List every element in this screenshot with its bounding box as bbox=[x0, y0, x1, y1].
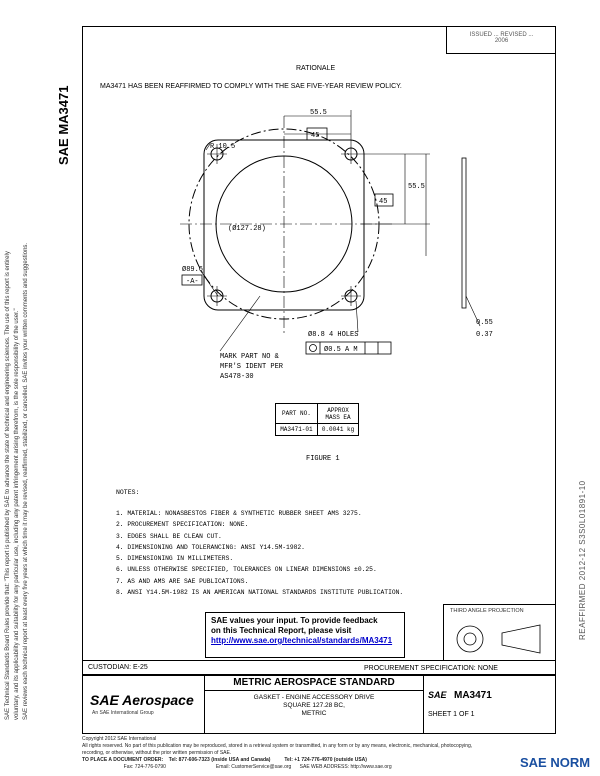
thickness-min: 0.37 bbox=[476, 331, 493, 339]
holes-label: Ø8.8 4 HOLES bbox=[308, 330, 358, 339]
projection-circle-outer bbox=[456, 625, 484, 653]
footer-line: recording, or otherwise, without the pri… bbox=[82, 750, 232, 756]
feedback-line-2: on this Technical Report, please visit bbox=[211, 626, 352, 635]
feedback-box: SAE values your input. To provide feedba… bbox=[205, 612, 405, 658]
footer-line: TO PLACE A DOCUMENT ORDER: Tel: 877-606-… bbox=[82, 757, 367, 763]
gasket-side-view bbox=[461, 157, 467, 309]
note-item: 4. DIMENSIONING AND TOLERANCING: ANSI Y1… bbox=[116, 543, 305, 551]
side-legal-line: SAE reviews each technical report at lea… bbox=[23, 242, 29, 720]
feedback-line-1: SAE values your input. To provide feedba… bbox=[211, 616, 378, 625]
dim-55-right: 55.5 bbox=[408, 183, 425, 191]
side-doc-id: SAE MA3471 bbox=[56, 85, 71, 165]
dia-127-label: (Ø127.28) bbox=[228, 224, 266, 233]
custodian-label: CUSTODIAN: E-25 bbox=[88, 664, 148, 671]
datum-box bbox=[181, 274, 203, 286]
sheet-number: SHEET 1 OF 1 bbox=[428, 711, 475, 718]
sae-small-logo: SAE bbox=[428, 690, 447, 700]
tolerance-frame bbox=[305, 341, 392, 355]
side-legal-line: voluntary, and its applicability and sui… bbox=[14, 308, 20, 720]
footer-line: Fax: 724-776-0790 Email: CustomerService… bbox=[82, 764, 392, 770]
logo-cell: SAE Aerospace An SAE International Group bbox=[82, 676, 205, 734]
note-item: 7. AS AND AMS ARE SAE PUBLICATIONS. bbox=[116, 577, 249, 585]
note-item: 3. EDGES SHALL BE CLEAN CUT. bbox=[116, 532, 222, 540]
part-title-line: GASKET - ENGINE ACCESSORY DRIVE bbox=[253, 694, 375, 701]
side-status-text: REAFFIRMED 2012-12 S3S0L01891-10 bbox=[578, 480, 587, 640]
dimension-line bbox=[465, 295, 481, 327]
radius-label: R 10.5 bbox=[210, 143, 235, 151]
page-frame bbox=[82, 26, 556, 734]
procurement-label: PROCUREMENT SPECIFICATION: NONE bbox=[364, 665, 498, 672]
doc-number: MA3471 bbox=[454, 690, 492, 701]
note-item: 5. DIMENSIONING IN MILLIMETERS. bbox=[116, 555, 234, 563]
dim-45-right: 45 bbox=[379, 198, 387, 206]
leader-line bbox=[355, 300, 359, 333]
dimension-box bbox=[374, 193, 394, 207]
note-item: 8. ANSI Y14.5M-1982 IS AN AMERICAN NATIO… bbox=[116, 589, 404, 597]
position-symbol bbox=[309, 344, 317, 352]
sae-norm-watermark: SAE NORM bbox=[520, 755, 591, 770]
title-block: SAE Aerospace An SAE International Group… bbox=[82, 674, 556, 734]
leader-line bbox=[199, 269, 219, 297]
notes-list: 1. MATERIAL: NONASBESTOS FIBER & SYNTHET… bbox=[116, 508, 403, 598]
copyright-footer: Copyright 2012 SAE International All rig… bbox=[82, 736, 556, 771]
dia-89-label: Ø89.6 bbox=[182, 265, 203, 274]
part-title-line: SQUARE 127.28 BC, bbox=[283, 702, 345, 709]
part-title-line: METRIC bbox=[301, 710, 327, 717]
mass-table-header: APPROX MASS EA bbox=[316, 403, 360, 424]
standard-title: METRIC AEROSPACE STANDARD bbox=[205, 676, 423, 691]
dim-55-top: 55.5 bbox=[310, 109, 327, 117]
part-title: GASKET - ENGINE ACCESSORY DRIVE SQUARE 1… bbox=[205, 694, 423, 718]
side-legal-line: SAE Technical Standards Board Rules prov… bbox=[5, 251, 11, 720]
dim-45-top: 45 bbox=[311, 132, 319, 140]
projection-circle-inner bbox=[463, 632, 477, 646]
doc-number-cell: SAE MA3471 SHEET 1 OF 1 bbox=[423, 676, 555, 734]
footer-line: Copyright 2012 SAE International bbox=[82, 736, 157, 742]
feedback-link[interactable]: http://www.sae.org/technical/standards/M… bbox=[211, 636, 393, 645]
gasket-drawing: 55.5 45 R 10.5 55.5 45 (Ø127.28) Ø89.6 -… bbox=[180, 109, 493, 381]
mass-table-cell: MA3471-01 bbox=[275, 423, 318, 436]
projection-symbol bbox=[456, 624, 541, 654]
issue-date-box: ISSUED ... REVISED ... 2006 bbox=[446, 26, 556, 54]
mark-line-3: AS478-30 bbox=[220, 373, 254, 381]
datum-a-label: -A- bbox=[186, 278, 199, 286]
mass-table-cell: 0.0041 kg bbox=[316, 423, 360, 436]
third-angle-box: THIRD ANGLE PROJECTION bbox=[443, 604, 556, 660]
mass-table-header: PART NO. bbox=[275, 403, 318, 424]
note-item: 6. UNLESS OTHERWISE SPECIFIED, TOLERANCE… bbox=[116, 566, 377, 574]
leader-line bbox=[205, 143, 211, 151]
custodian-bar: CUSTODIAN: E-25 PROCUREMENT SPECIFICATIO… bbox=[82, 660, 556, 674]
mark-line-2: MFR'S IDENT PER bbox=[220, 363, 284, 371]
rationale-text: MA3471 HAS BEEN REAFFIRMED TO COMPLY WIT… bbox=[100, 83, 402, 90]
mass-table: PART NO. APPROX MASS EA MA3471-01 0.0041… bbox=[275, 403, 360, 436]
note-item: 1. MATERIAL: NONASBESTOS FIBER & SYNTHET… bbox=[116, 510, 362, 517]
footer-line: All rights reserved. No part of this pub… bbox=[82, 743, 473, 749]
notes-title: NOTES: bbox=[116, 489, 140, 496]
figure-label: FIGURE 1 bbox=[306, 455, 340, 463]
projection-cone bbox=[501, 624, 541, 654]
logo-subtitle: An SAE International Group bbox=[92, 710, 154, 716]
third-angle-label: THIRD ANGLE PROJECTION bbox=[450, 608, 524, 614]
dimension-box bbox=[306, 127, 328, 141]
mark-line-1: MARK PART NO & bbox=[220, 353, 280, 361]
thickness-max: 0.55 bbox=[476, 319, 493, 327]
tolerance-label: Ø0.5 A M bbox=[324, 345, 358, 354]
sae-aerospace-logo: SAE Aerospace bbox=[90, 692, 194, 708]
leader-line bbox=[219, 295, 261, 352]
rationale-title: RATIONALE bbox=[296, 65, 336, 72]
note-item: 2. PROCUREMENT SPECIFICATION: NONE. bbox=[116, 521, 249, 529]
